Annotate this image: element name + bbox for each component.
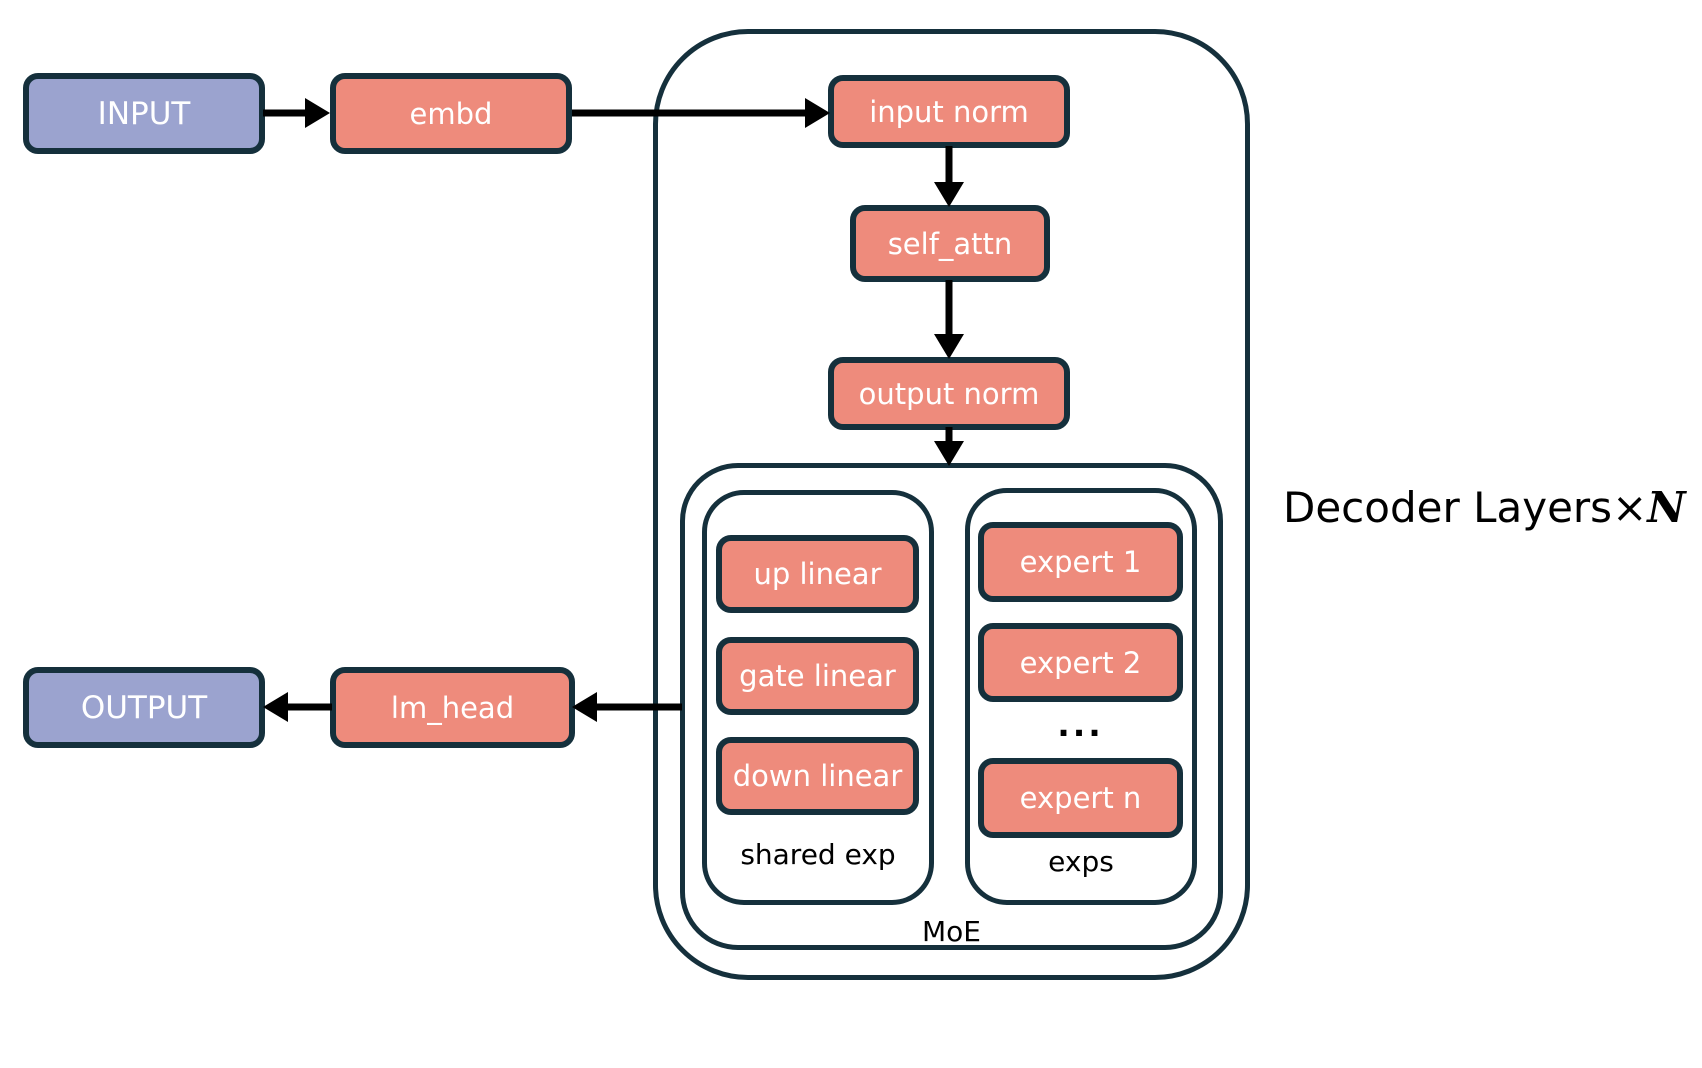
experts-ellipsis: ... xyxy=(1057,705,1104,744)
arrow-self-attn-to-output-norm xyxy=(934,280,964,359)
arrow-input-to-embd xyxy=(263,98,330,128)
decoder-layers-annotation: Decoder Layers×N xyxy=(1283,483,1686,532)
up-linear-node: up linear xyxy=(716,535,919,613)
embd-node: embd xyxy=(330,73,572,154)
down-linear-node: down linear xyxy=(716,737,919,815)
output-norm-node: output norm xyxy=(828,357,1070,430)
expert-n-node: expert n xyxy=(978,758,1183,838)
decoder-layers-n: N xyxy=(1647,483,1686,532)
decoder-layers-text: Decoder Layers× xyxy=(1283,483,1648,532)
moe-label: MoE xyxy=(922,915,981,948)
expert-2-node: expert 2 xyxy=(978,623,1183,702)
self-attn-node: self_attn xyxy=(850,205,1050,282)
gate-linear-node: gate linear xyxy=(716,637,919,715)
arrow-embd-to-input-norm xyxy=(572,98,830,128)
expert-1-node: expert 1 xyxy=(978,522,1183,602)
experts-container xyxy=(965,488,1197,905)
lm-head-node: lm_head xyxy=(330,667,575,748)
arrow-input-norm-to-self-attn xyxy=(934,146,964,207)
arrow-output-norm-to-moe xyxy=(934,427,964,466)
decoder-layers-container xyxy=(653,29,1250,980)
input-norm-node: input norm xyxy=(828,75,1070,148)
shared-expert-container xyxy=(702,490,934,905)
arrow-lm-head-to-output xyxy=(263,692,332,722)
experts-label: exps xyxy=(1048,845,1114,878)
input-node: INPUT xyxy=(23,73,265,154)
shared-expert-label: shared exp xyxy=(740,838,896,871)
output-node: OUTPUT xyxy=(23,667,265,748)
arrow-moe-to-lm-head xyxy=(572,692,682,722)
